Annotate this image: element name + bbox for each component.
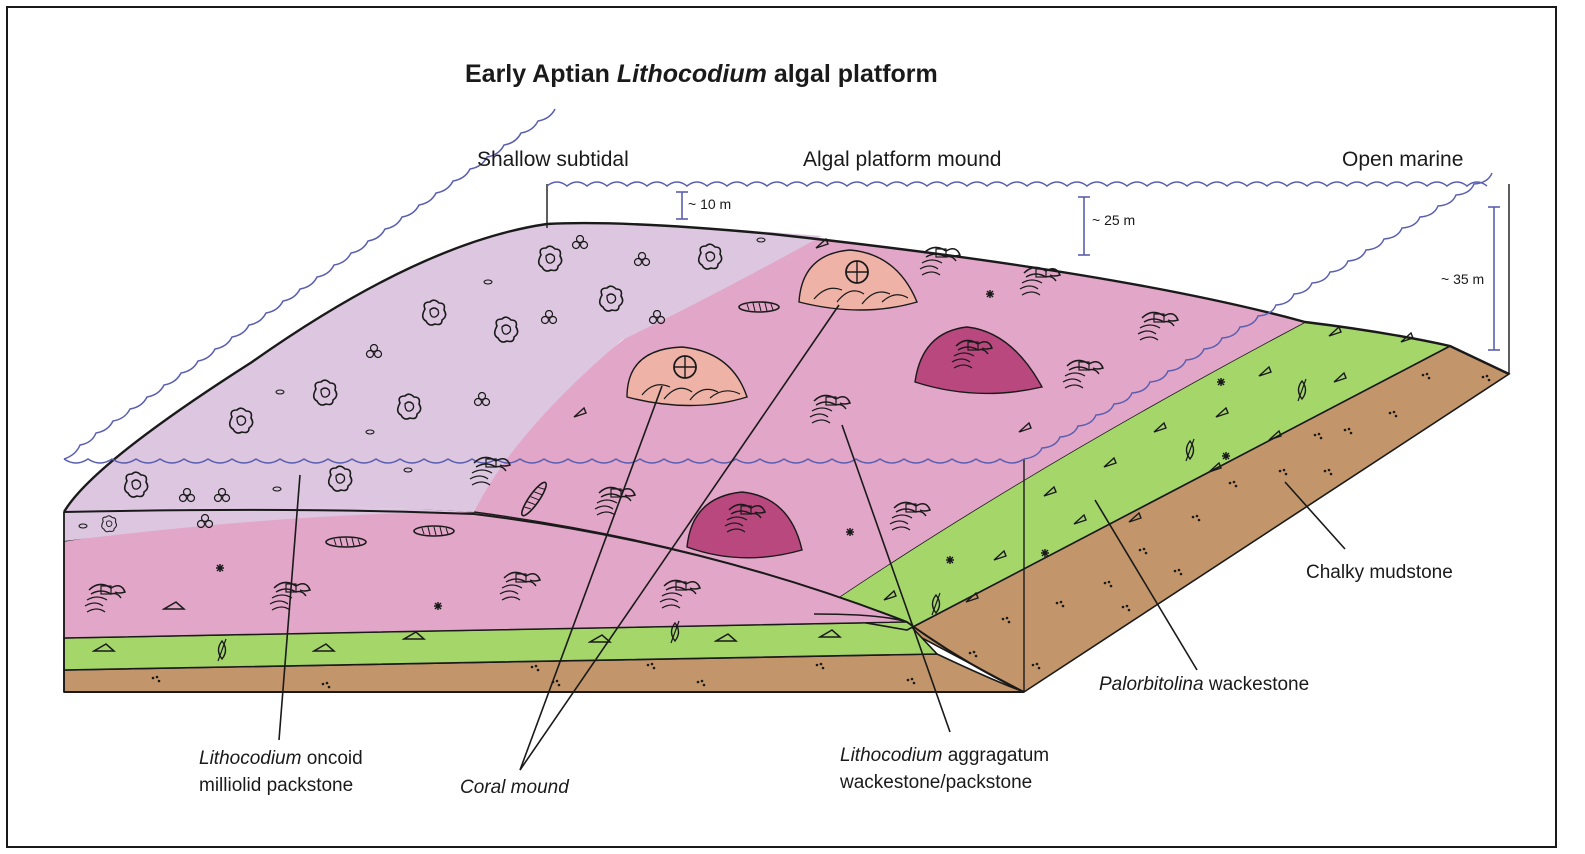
zone-label-open-marine: Open marine [1342, 148, 1463, 171]
depth-label-35m: ~ 35 m [1441, 271, 1484, 287]
label-chalky-mudstone: Chalky mudstone [1306, 562, 1453, 583]
label-aggragatum-line1: Lithocodium aggragatum [840, 745, 1049, 766]
depth-label-25m: ~ 25 m [1092, 212, 1135, 228]
upper-water-line [547, 182, 1487, 186]
label-oncoid-line2: milliolid packstone [199, 775, 353, 796]
depth-label-10m: ~ 10 m [688, 196, 731, 212]
figure-frame: Early Aptian Lithocodium algal platform … [6, 6, 1557, 848]
zone-label-algal-platform-mound: Algal platform mound [803, 148, 1001, 171]
block-diagram: Early Aptian Lithocodium algal platform … [8, 8, 1559, 850]
block-body [64, 184, 1509, 692]
label-palorbitolina: Palorbitolina wackestone [1099, 674, 1309, 695]
label-aggragatum-line2: wackestone/packstone [839, 772, 1032, 793]
label-coral-mound: Coral mound [460, 777, 570, 798]
diagram-title: Early Aptian Lithocodium algal platform [465, 60, 938, 88]
label-oncoid-line1: Lithocodium oncoid [199, 748, 363, 769]
zone-label-shallow-subtidal: Shallow subtidal [477, 148, 629, 171]
